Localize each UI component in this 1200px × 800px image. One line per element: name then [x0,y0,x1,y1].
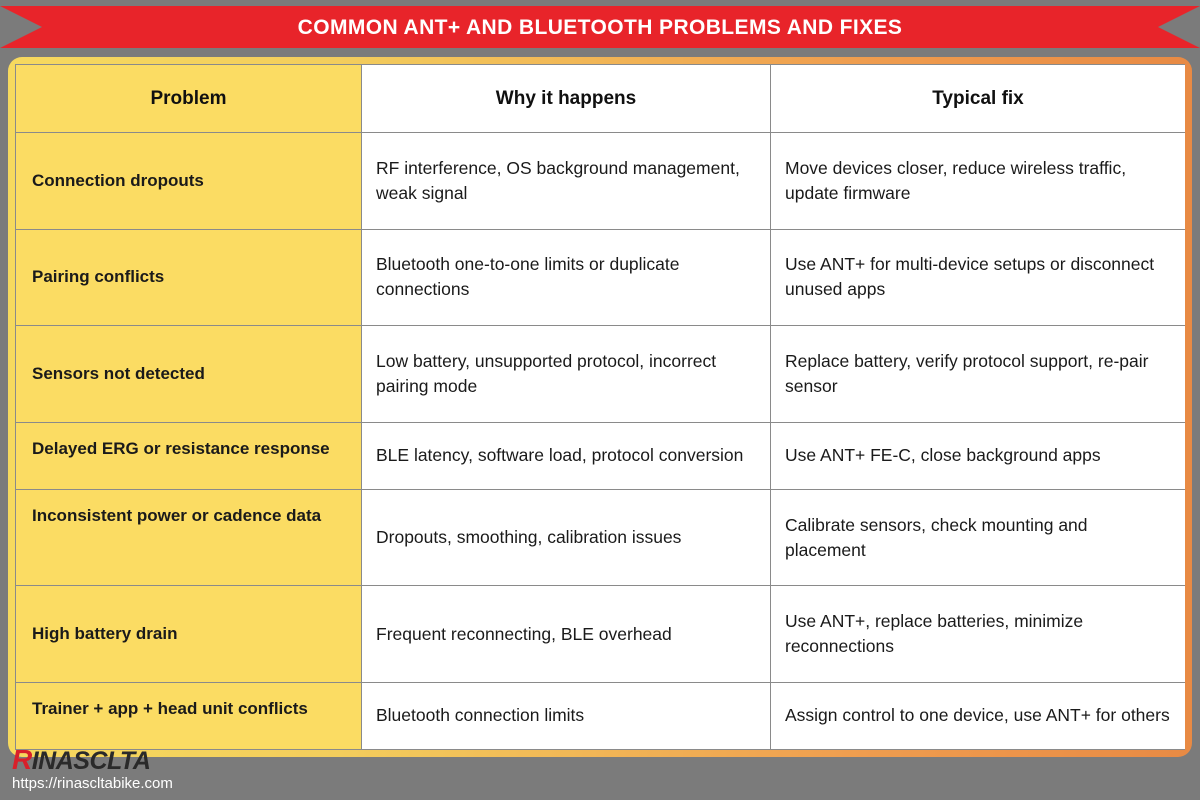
cell-fix: Calibrate sensors, check mounting and pl… [770,488,1185,587]
cell-fix: Use ANT+ FE-C, close background apps [770,421,1185,490]
problems-and-fixes-table: Problem Why it happens Typical fix Conne… [15,64,1185,750]
cell-fix: Move devices closer, reduce wireless tra… [770,132,1185,230]
table-body: Connection dropouts RF interference, OS … [15,132,1185,750]
table-row: Pairing conflicts Bluetooth one-to-one l… [15,228,1185,327]
cell-fix: Use ANT+ for multi-device setups or disc… [770,228,1185,327]
cell-problem: Delayed ERG or resistance response [15,421,362,490]
banner-ribbon: COMMON ANT+ AND BLUETOOTH PROBLEMS AND F… [0,6,1200,48]
cell-problem: Sensors not detected [15,325,362,423]
cell-why: Bluetooth one-to-one limits or duplicate… [361,228,771,327]
cell-problem: Trainer + app + head unit conflicts [15,681,362,750]
table-row: Delayed ERG or resistance response BLE l… [15,421,1185,490]
cell-problem: Pairing conflicts [15,228,362,327]
cell-why: Dropouts, smoothing, calibration issues [361,488,771,587]
table-header: Problem Why it happens Typical fix [15,64,1185,133]
site-url: https://rinascltabike.com [12,775,173,793]
cell-fix: Use ANT+, replace batteries, minimize re… [770,585,1185,683]
table-frame: Problem Why it happens Typical fix Conne… [8,57,1192,757]
page-title: COMMON ANT+ AND BLUETOOTH PROBLEMS AND F… [297,15,903,39]
column-header-typical-fix: Typical fix [770,64,1185,133]
cell-problem: Connection dropouts [15,132,362,230]
column-header-problem: Problem [15,64,362,133]
cell-fix: Replace battery, verify protocol support… [770,325,1185,423]
cell-fix: Assign control to one device, use ANT+ f… [770,681,1185,750]
cell-why: Bluetooth connection limits [361,681,771,750]
brand-logo-initial: R [12,743,32,775]
brand-logo-name: INASCLTA [31,746,151,775]
cell-problem: Inconsistent power or cadence data [15,488,362,587]
cell-why: Low battery, unsupported protocol, incor… [361,325,771,423]
table-row: Inconsistent power or cadence data Dropo… [15,488,1185,587]
title-banner: COMMON ANT+ AND BLUETOOTH PROBLEMS AND F… [0,6,1200,48]
cell-why: RF interference, OS background managemen… [361,132,771,230]
table-row: Sensors not detected Low battery, unsupp… [15,325,1185,423]
table-header-row: Problem Why it happens Typical fix [15,64,1185,133]
table-row: Connection dropouts RF interference, OS … [15,132,1185,230]
table-container: Problem Why it happens Typical fix Conne… [15,64,1185,750]
column-header-why-it-happens: Why it happens [361,64,771,133]
cell-why: BLE latency, software load, protocol con… [361,421,771,490]
table-row: Trainer + app + head unit conflicts Blue… [15,681,1185,750]
cell-problem: High battery drain [15,585,362,683]
cell-why: Frequent reconnecting, BLE overhead [361,585,771,683]
table-row: High battery drain Frequent reconnecting… [15,585,1185,683]
